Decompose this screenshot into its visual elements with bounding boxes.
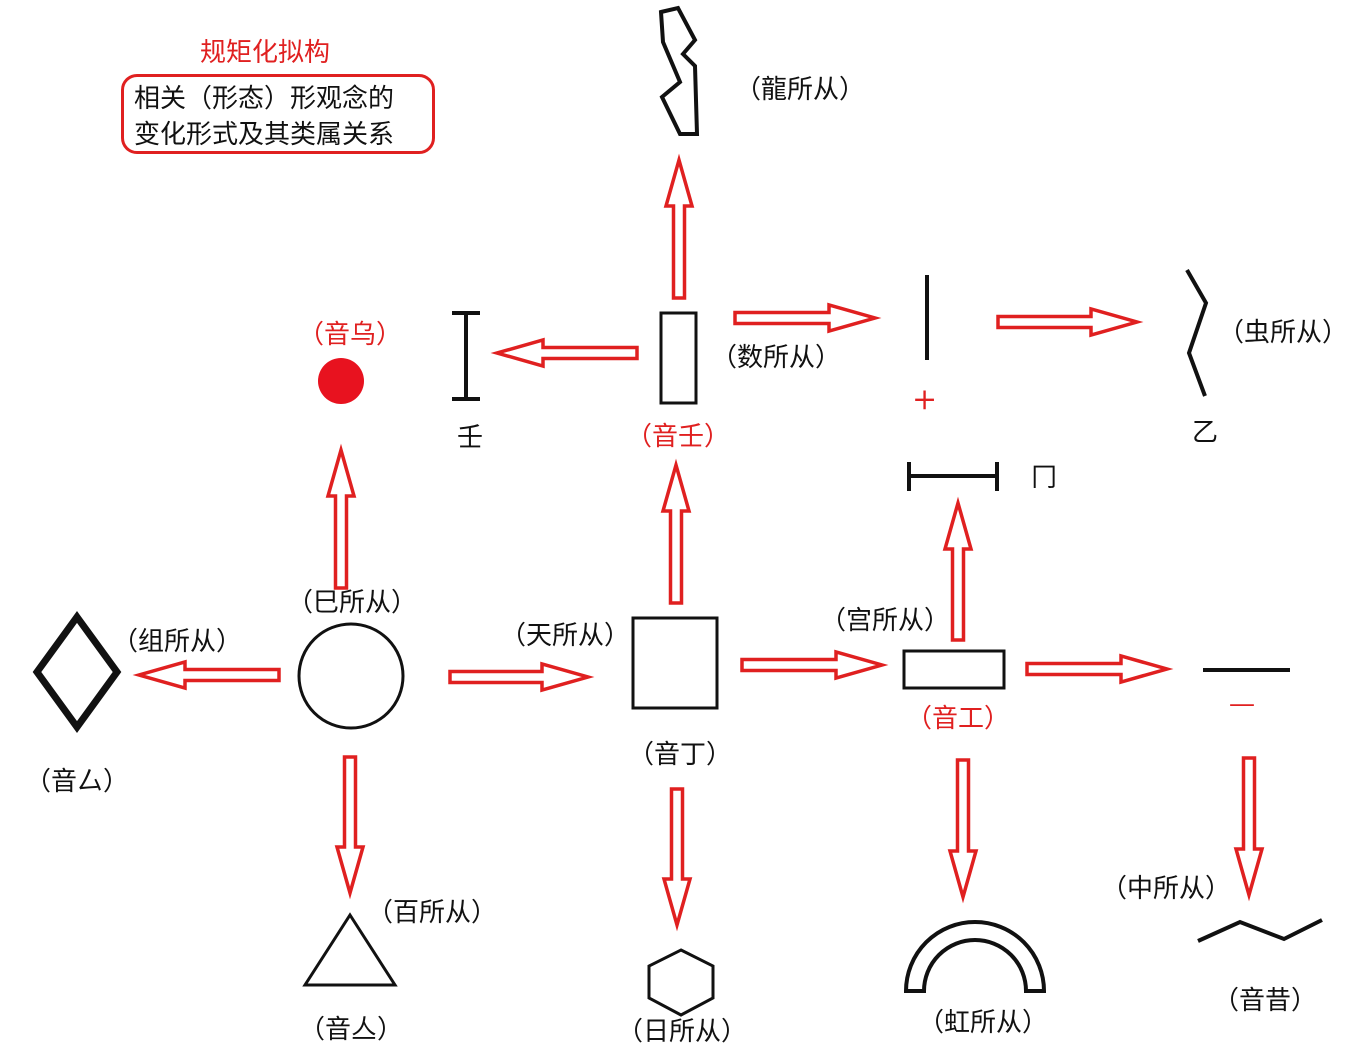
label-long-suo-cong: （龍所从） [735, 75, 866, 105]
arrow-left-to-ibeam [490, 337, 639, 369]
diamond-shape [32, 611, 122, 733]
arrow-right-to-flatrect [740, 649, 889, 681]
label-zu-suo-cong: （组所从） [112, 627, 243, 657]
arrow-right-to-chong [996, 306, 1144, 338]
arrow-down-to-triangle [334, 755, 366, 900]
arrow-up-to-reddot [325, 443, 357, 590]
arrow-right-to-square [448, 661, 595, 693]
tall-rect-shape [659, 311, 698, 405]
label-yin-gong: （音工） [906, 704, 1011, 734]
label-chong-suo-cong: （虫所从） [1218, 318, 1349, 348]
circle-shape [297, 622, 405, 730]
wave-line-shape [1197, 918, 1323, 943]
arrow-up-to-bracket [942, 496, 974, 642]
label-yin-ji: （音亼） [299, 1015, 404, 1045]
label-yin-xi: （音昔） [1213, 986, 1318, 1016]
arrow-up-to-dragon [663, 153, 695, 300]
label-zhong-suo-cong: （中所从） [1101, 874, 1232, 904]
red-dot-shape [318, 358, 364, 404]
arrow-down-to-hexagon [661, 787, 693, 932]
arrow-up-to-tallrect [660, 458, 692, 605]
label-yin-wu: （音乌） [298, 320, 403, 350]
label-plus: + [912, 382, 938, 417]
diagram-title: 规矩化拟构 [200, 38, 331, 68]
arrow-right-to-hline [1025, 653, 1174, 685]
label-ren: 壬 [457, 423, 484, 453]
arrow-left-to-diamond [132, 659, 281, 691]
bracket-shape [907, 462, 999, 491]
dragon-zigzag-shape [658, 5, 700, 136]
label-yin-si: （音厶） [25, 767, 130, 797]
note-line-1: 相关（形态）形观念的 [134, 84, 395, 114]
hexagon-shape [647, 948, 715, 1017]
arrow-right-to-vline [733, 302, 882, 334]
i-beam-shape [452, 311, 480, 401]
label-yin-ding: （音丁） [628, 740, 733, 770]
label-shu-suo-cong: （数所从） [711, 343, 842, 373]
chong-zigzag-shape [1185, 269, 1209, 397]
square-shape [631, 616, 719, 710]
note-line-2: 变化形式及其类属关系 [134, 120, 395, 150]
note-box: 相关（形态）形观念的 变化形式及其类属关系 [121, 74, 435, 154]
triangle-shape [302, 912, 398, 987]
arch-shape [903, 920, 1047, 993]
label-tian-suo-cong: （天所从） [500, 621, 631, 651]
label-si-suo-cong: （巳所从） [287, 588, 418, 618]
label-hong-suo-cong: （虹所从） [918, 1008, 1049, 1038]
label-yin-ren: （音壬） [626, 422, 731, 452]
label-minus: — [1229, 689, 1255, 719]
arrow-down-to-arch [947, 758, 979, 904]
label-bai-suo-cong: （百所从） [367, 898, 498, 928]
label-men: 冂 [1031, 463, 1058, 493]
label-gong-suo-cong: （宫所从） [820, 606, 951, 636]
arrow-down-to-wave [1233, 756, 1265, 902]
label-yi: 乙 [1192, 418, 1219, 448]
flat-rect-shape [902, 649, 1006, 690]
label-ri-suo-cong: （日所从） [617, 1017, 748, 1047]
